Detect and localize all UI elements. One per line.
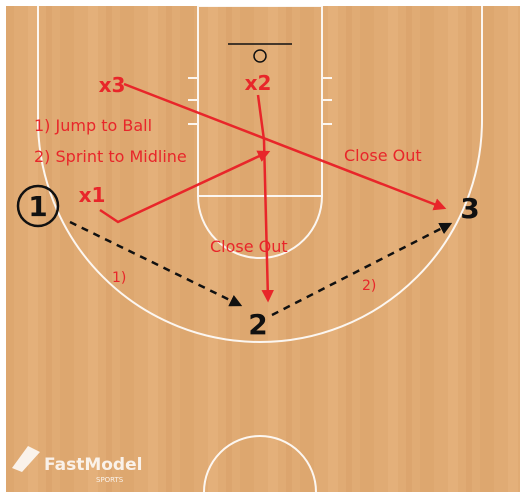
x2-arrow xyxy=(256,94,274,303)
pass-1-label: 1) xyxy=(112,270,126,286)
logo-swoosh-icon xyxy=(12,446,40,472)
pass-2-label: 2) xyxy=(362,278,376,294)
instruction-line-2: 2) Sprint to Midline xyxy=(34,147,187,166)
defender-x3-label: x3 xyxy=(99,73,126,97)
player-1-label: 1 xyxy=(28,190,47,223)
player-1-circle xyxy=(16,184,60,228)
basket xyxy=(228,43,292,63)
pass-1-arrow xyxy=(69,220,243,307)
rim xyxy=(253,49,267,63)
defender-x1-label: x1 xyxy=(79,183,106,207)
fastmodel-logo: FastModel SPORTS xyxy=(12,446,142,484)
logo-subtext: SPORTS xyxy=(96,476,124,484)
pass-arrows xyxy=(69,220,453,317)
defense-arrows xyxy=(99,82,447,303)
logo-text: FastModel xyxy=(44,455,142,475)
close-out-center-label: Close Out xyxy=(210,237,288,256)
instruction-line-1: 1) Jump to Ball xyxy=(34,116,152,135)
x1-arrow xyxy=(99,150,271,224)
player-2-label: 2 xyxy=(248,308,267,341)
court-markings xyxy=(37,5,483,493)
defender-x2-label: x2 xyxy=(245,71,272,95)
free-throw-arc xyxy=(197,195,323,259)
close-out-right-label: Close Out xyxy=(344,146,422,165)
center-circle xyxy=(203,435,317,493)
x3-arrow xyxy=(123,82,447,211)
court-floor xyxy=(6,6,520,492)
player-3-label: 3 xyxy=(460,192,479,225)
three-point-line xyxy=(37,6,483,343)
